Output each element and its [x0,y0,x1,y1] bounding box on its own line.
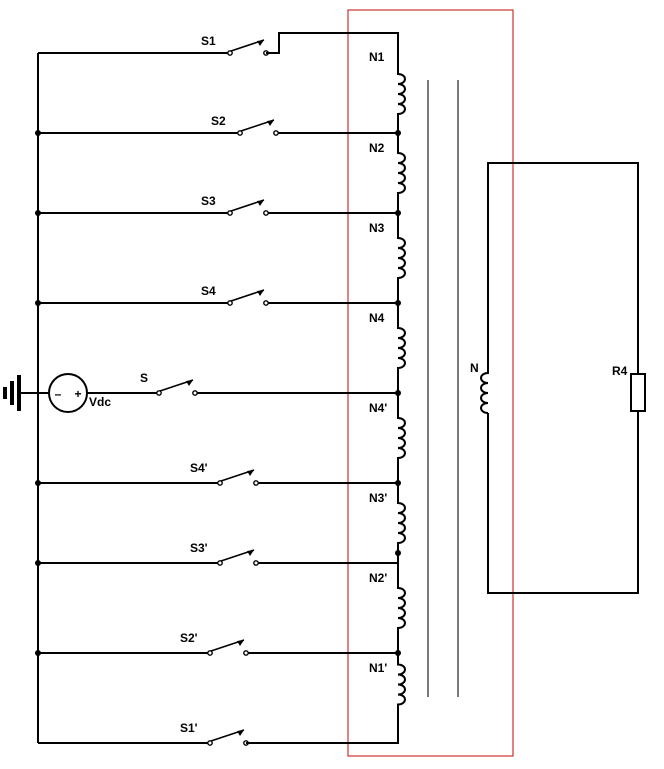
switch-contact [253,560,259,566]
switch-contact [227,210,233,216]
transformer-boundary [347,9,514,757]
source-label: Vdc [89,395,111,409]
tap-junction-dot [395,300,401,306]
tap-junction-dot [395,480,401,486]
switch-arrow-icon [247,470,254,476]
switch-arrow-icon [247,550,254,556]
switch-contact [263,210,269,216]
winding-n4: N4 [369,303,406,393]
switch-label-s4p: S4' [190,461,208,475]
switch-label-s1p: S1' [180,721,198,735]
winding-label-n2p: N2' [369,571,387,585]
winding-coil [397,653,406,716]
switch-label-s2: S2 [211,114,226,128]
junction-dot [35,130,41,136]
switch-label-s: S [140,371,148,385]
winding-coil [397,483,406,563]
switch-s4: S4 [35,284,398,306]
junction-dot [35,560,41,566]
switch-contact [227,50,233,56]
switch-arrow-icon [267,120,274,126]
tap-junction-dot [395,550,401,556]
switch-arrow-icon [257,40,264,46]
load-resistor-label: R4 [612,364,628,378]
switch-contact [237,130,243,136]
winding-coil [397,55,406,133]
switch-s1p: S1' [38,721,249,746]
switch-arrow-icon [257,200,264,206]
switch-arrow-icon [237,640,244,646]
source-plus-sign: + [74,387,81,401]
switch-s2p: S2' [35,631,398,656]
winding-n3: N3 [369,213,406,303]
winding-label-n3p: N3' [369,491,387,505]
switch-s3p: S3' [35,541,398,566]
tap-junction-dot [395,390,401,396]
winding-label-n4: N4 [369,311,385,325]
winding-n1: N1 [369,50,406,133]
winding-n4p: N4' [369,393,406,483]
winding-coil [397,393,406,483]
winding-label-n2: N2 [369,141,385,155]
junction-dot [35,300,41,306]
winding-coil [397,563,406,653]
switch-contact [253,480,259,486]
switch-label-s3p: S3' [190,541,208,555]
ground-icon [3,375,38,411]
s1-to-n1-wire [266,32,399,55]
switch-label-s3: S3 [201,194,216,208]
switch-contact [273,130,279,136]
winding-label-n1: N1 [369,50,385,64]
switch-s2: S2 [35,114,398,136]
junction-dot [35,650,41,656]
switch-contact [217,560,223,566]
secondary-winding-coil [480,333,489,414]
switch-label-s4: S4 [201,284,216,298]
winding-coil [397,303,406,393]
winding-n1p: N1' [369,653,406,716]
load-resistor [630,373,646,412]
switch-s1: S1 [38,34,269,56]
switch-contact [207,650,213,656]
winding-n2p: N2' [369,563,406,653]
switch-arrow-icon [186,380,193,386]
junction-dot [35,480,41,486]
switch-arrow-icon [237,730,244,736]
switch-contact [217,480,223,486]
tap-junction-dot [395,650,401,656]
secondary-circuit: N R4 [470,162,646,594]
switch-contact [192,390,198,396]
switch-contact [243,650,249,656]
winding-label-n4p: N4' [369,401,387,415]
switch-label-s2p: S2' [180,631,198,645]
switch-s: S [87,371,398,396]
switch-arrow-icon [257,290,264,296]
switch-label-s1: S1 [201,34,216,48]
secondary-winding-label: N [470,361,479,375]
switch-contact [156,390,162,396]
switch-contact [207,740,213,746]
switch-s3: S3 [35,194,398,216]
switch-contact [263,300,269,306]
winding-coil [397,213,406,303]
winding-coil [397,133,406,213]
winding-label-n1p: N1' [369,661,387,675]
winding-n3p: N3' [369,483,406,563]
s1p-to-n1p-wire [246,716,399,744]
winding-n2: N2 [369,133,406,213]
switch-contact [227,300,233,306]
switch-s4p: S4' [35,461,398,486]
tap-junction-dot [395,130,401,136]
winding-label-n3: N3 [369,221,385,235]
tap-junction-dot [395,210,401,216]
source-minus-sign: – [55,387,62,401]
junction-dot [35,210,41,216]
